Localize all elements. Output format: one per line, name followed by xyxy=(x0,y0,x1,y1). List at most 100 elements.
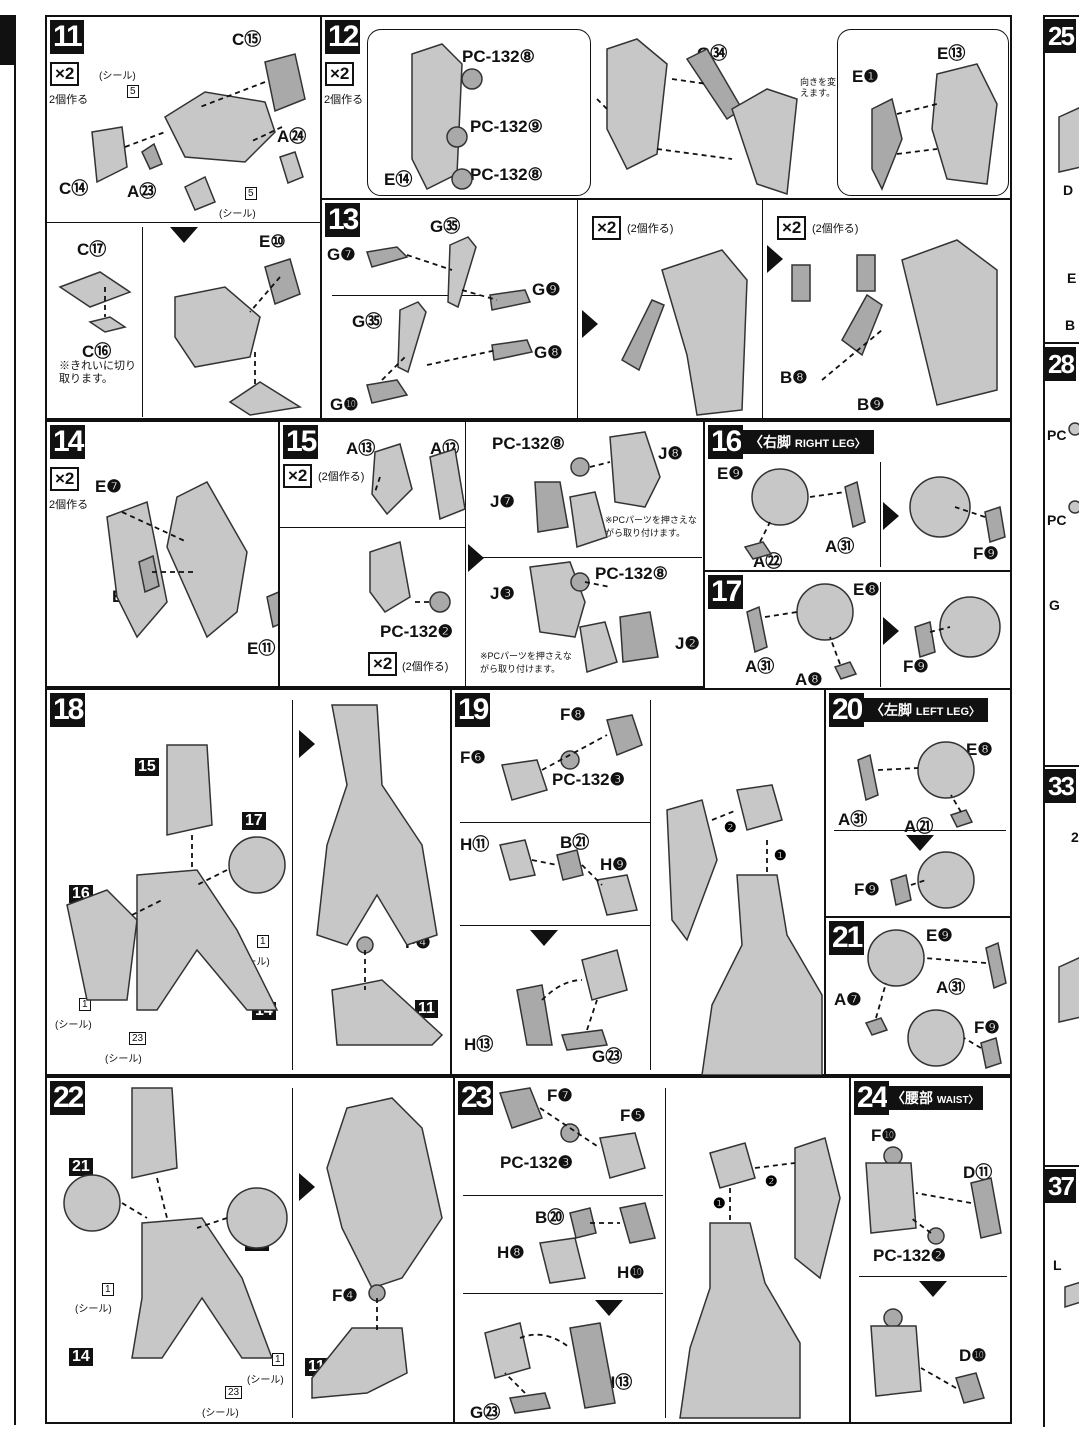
part-label: A㉛ xyxy=(745,657,775,676)
step-18-art xyxy=(66,704,444,1046)
section-title-en: WAIST〉 xyxy=(936,1095,979,1106)
x2-badge: ×2 xyxy=(368,652,398,676)
part-label: J❽ xyxy=(658,444,683,463)
part-label: F❿ xyxy=(871,1126,897,1145)
part-label: F❺ xyxy=(620,1106,646,1125)
step-number: 15 xyxy=(283,425,319,459)
pc-note: ※PCパーツを押さえながら取り付けます。 xyxy=(605,515,697,538)
edge-divider xyxy=(1045,1165,1079,1167)
step-16-panel: 16 〈右脚 RIGHT LEG〉 E❾ A㉒ A㉛ F❾ xyxy=(703,420,1012,572)
step-18-panel: 18 15 17 16 14 11 F❹ 1 (シール) 1 (シール) 23 … xyxy=(45,688,452,1076)
part-label: F❾ xyxy=(974,1018,1000,1037)
part-label: H❿ xyxy=(617,1263,645,1282)
edge-label: 2 xyxy=(1071,829,1079,845)
part-label: PC-132⑨ xyxy=(470,117,543,136)
part-label: F❽ xyxy=(560,705,586,724)
down-arrow xyxy=(919,1281,947,1297)
edge-label: B xyxy=(1065,317,1076,333)
step-17-panel: 17 E❽ A㉛ A❽ F❾ xyxy=(703,570,1012,690)
sticker-label: (シール) xyxy=(75,1304,112,1315)
step-23-art: ❷ ❶ xyxy=(484,1087,841,1419)
section-title-jp: 〈右脚 xyxy=(749,434,791,450)
x2-note: (2個作る) xyxy=(627,223,674,235)
part-label: PC-132❷ xyxy=(380,622,453,641)
part-label: J❼ xyxy=(490,492,515,511)
part-label: B⑳ xyxy=(535,1208,565,1227)
edge-divider xyxy=(1045,342,1079,344)
part-label: C⑮ xyxy=(232,30,262,49)
edge-label: L xyxy=(1053,1257,1062,1273)
divider xyxy=(859,1276,1007,1277)
sticker-number: 1 xyxy=(272,1353,284,1366)
x2-note: (2個作る) xyxy=(812,223,859,235)
step-number: 12 xyxy=(325,20,361,54)
section-title-en: LEFT LEG〉 xyxy=(915,706,981,718)
part-label: G❾ xyxy=(532,280,561,299)
ref-badge: 21 xyxy=(69,1158,93,1176)
step-number: 11 xyxy=(50,20,84,54)
step-11-panel: 11 ×2 2個作る C⑮ A㉔ A㉓ C⑭ (シール) 5 (シール) 5 C… xyxy=(45,15,322,420)
section-title-en: RIGHT LEG〉 xyxy=(794,438,866,450)
part-label: E❼ xyxy=(95,477,122,496)
step-14-panel: 14 ×2 2個作る E❼ E⑪ E❻ E⑪ xyxy=(45,420,333,688)
part-label: F❾ xyxy=(854,880,880,899)
part-label: E⑪ xyxy=(247,639,276,658)
step-17-art xyxy=(746,583,1001,680)
divider xyxy=(480,557,702,558)
right-arrow xyxy=(299,1173,315,1201)
edge-divider xyxy=(1045,765,1079,767)
step-15-art xyxy=(369,431,661,673)
down-arrow xyxy=(906,835,934,851)
sticker-number: 23 xyxy=(129,1032,147,1045)
step-13-panel: 13 G㉟ G❼ G❾ G㉟ G❽ G❿ ×2 (2個作る) ×2 (2個作る)… xyxy=(320,198,1012,420)
svg-text:❷: ❷ xyxy=(765,1173,778,1189)
edge-label: PC xyxy=(1047,427,1067,443)
step-11-top-art xyxy=(91,53,306,211)
part-label: G㉓ xyxy=(470,1403,501,1422)
part-label: A㉔ xyxy=(277,127,307,146)
part-label: E⑬ xyxy=(937,44,966,63)
part-label: E❾ xyxy=(717,464,744,483)
edge-label: E xyxy=(1067,270,1077,286)
step-24-art xyxy=(865,1146,1002,1404)
step-16-art xyxy=(743,468,1006,560)
step-number: 20 xyxy=(829,693,865,727)
divider xyxy=(460,925,650,926)
part-label: H❽ xyxy=(497,1243,525,1262)
x2-badge: ×2 xyxy=(325,62,355,86)
part-label: G㉟ xyxy=(430,217,461,236)
ref-badge: 11 xyxy=(415,1000,438,1018)
sticker-number: 5 xyxy=(127,85,139,98)
part-label: A㉑ xyxy=(904,817,934,836)
part-label: A㉛ xyxy=(936,978,966,997)
step-number: 14 xyxy=(50,425,86,459)
sticker-label: (シール) xyxy=(99,71,136,82)
part-label: G㉓ xyxy=(592,1047,623,1066)
part-label: F❹ xyxy=(332,1286,358,1305)
step-12-right-callout xyxy=(837,29,1009,196)
step-20-art xyxy=(857,741,975,909)
part-label: H⑪ xyxy=(460,835,490,854)
down-arrow xyxy=(170,227,198,243)
edge-step-number: 28 xyxy=(1045,347,1076,381)
part-label: H⑬ xyxy=(464,1035,494,1054)
part-label: J❷ xyxy=(675,634,700,653)
part-label: J❸ xyxy=(490,584,515,603)
part-label: C⑯ xyxy=(82,342,112,361)
part-label: E❽ xyxy=(853,580,880,599)
x2-note: 2個作る xyxy=(49,499,89,511)
part-label: E❶ xyxy=(852,67,879,86)
section-title-jp: 〈左脚 xyxy=(870,702,912,718)
part-label: A❼ xyxy=(834,990,862,1009)
part-label: F❻ xyxy=(460,748,486,767)
step-19-art: ❷ ❶ xyxy=(499,714,823,1075)
x2-note: (2個作る) xyxy=(318,471,365,483)
edge-step-number: 25 xyxy=(1045,19,1076,53)
divider xyxy=(577,200,578,418)
x2-badge: ×2 xyxy=(777,216,807,240)
step-number: 23 xyxy=(458,1081,494,1115)
part-label: PC-132❸ xyxy=(500,1153,573,1172)
x2-note: 2個作る xyxy=(49,94,89,106)
divider xyxy=(142,227,143,417)
right-arrow xyxy=(767,245,783,273)
